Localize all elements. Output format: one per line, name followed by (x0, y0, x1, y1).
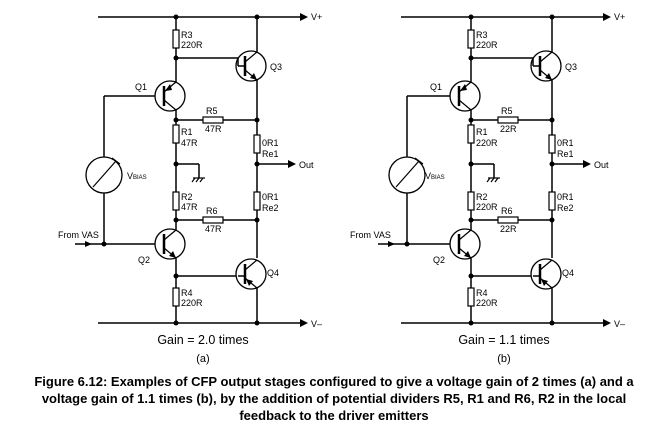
r2-value: 47R (181, 202, 198, 212)
r4-name: R4 (476, 288, 488, 298)
re2-name: 0R1 (262, 192, 279, 202)
negative-rail-label: V– (311, 319, 322, 329)
r1-name: R1 (476, 127, 488, 137)
resistor-r5 (202, 116, 224, 124)
q3-label: Q3 (565, 62, 577, 72)
r4-value: 220R (476, 298, 498, 308)
ground-icon (486, 177, 500, 183)
output-arrow-icon (583, 160, 591, 168)
r1-value: 220R (476, 138, 498, 148)
re2-value: Re2 (557, 203, 574, 213)
transistor-q2 (449, 228, 481, 260)
transistor-q3 (530, 50, 562, 82)
transistor-q3 (235, 50, 267, 82)
r5-name: R5 (501, 106, 513, 116)
resistor-r1 (467, 124, 475, 144)
q1-label: Q1 (430, 82, 442, 92)
q2-label: Q2 (433, 255, 445, 265)
r6-value: 22R (500, 224, 517, 234)
output-arrow-icon (288, 160, 296, 168)
vbias-label: VBIAS (127, 171, 147, 181)
q1-label: Q1 (135, 82, 147, 92)
from-vas-label: From VAS (350, 230, 391, 240)
vbias-label: VBIAS (425, 171, 445, 181)
r4-name: R4 (181, 288, 193, 298)
re1-value: Re1 (262, 149, 279, 159)
r2-name: R2 (476, 192, 488, 202)
r5-value: 47R (205, 124, 222, 134)
r6-name: R6 (501, 206, 513, 216)
resistor-r2 (467, 191, 475, 211)
circuit-b: V+ V– R3 220R Q1 R5 22R R1 (350, 12, 625, 365)
resistor-re1 (253, 134, 261, 154)
re1-value: Re1 (557, 149, 574, 159)
q4-label: Q4 (562, 268, 574, 278)
rail-arrow-icon (300, 13, 308, 21)
r3-value: 220R (181, 40, 203, 50)
resistor-r4 (467, 287, 475, 307)
figure-caption: Figure 6.12: Examples of CFP output stag… (34, 374, 634, 423)
resistor-re2 (548, 191, 556, 211)
resistor-r1 (172, 124, 180, 144)
out-label: Out (594, 160, 609, 170)
re2-value: Re2 (262, 203, 279, 213)
q2-label: Q2 (138, 255, 150, 265)
positive-rail-label: V+ (311, 12, 322, 22)
vbias-meter-icon (388, 156, 426, 194)
rail-arrow-icon (300, 319, 308, 327)
re1-name: 0R1 (262, 138, 279, 148)
resistor-r3 (172, 29, 180, 49)
q3-label: Q3 (270, 62, 282, 72)
rail-arrow-icon (603, 319, 611, 327)
rail-arrow-icon (603, 13, 611, 21)
caption-line-3: feedback to the driver emitters (239, 408, 428, 423)
negative-rail-label: V– (614, 319, 625, 329)
transistor-q2 (154, 228, 186, 260)
re2-name: 0R1 (557, 192, 574, 202)
r1-value: 47R (181, 138, 198, 148)
sub-label: (a) (196, 353, 209, 365)
resistor-r2 (172, 191, 180, 211)
r3-value: 220R (476, 40, 498, 50)
resistor-r4 (172, 287, 180, 307)
r6-value: 47R (205, 224, 222, 234)
transistor-q1 (449, 80, 481, 112)
resistor-re2 (253, 191, 261, 211)
gain-label: Gain = 1.1 times (458, 333, 549, 347)
out-label: Out (299, 160, 314, 170)
transistor-q1 (154, 80, 186, 112)
r6-name: R6 (206, 206, 218, 216)
resistor-r6 (202, 216, 224, 224)
sub-label: (b) (497, 353, 510, 365)
transistor-q4 (235, 258, 267, 290)
re1-name: 0R1 (557, 138, 574, 148)
caption-line-2: voltage gain of 1.1 times (b), by the ad… (42, 391, 626, 406)
vbias-meter-icon (85, 156, 123, 194)
input-arrow-icon (85, 241, 92, 247)
ground-icon (191, 177, 205, 183)
caption-line-1: Figure 6.12: Examples of CFP output stag… (34, 374, 634, 389)
resistor-r3 (467, 29, 475, 49)
resistor-re1 (548, 134, 556, 154)
gain-label: Gain = 2.0 times (157, 333, 248, 347)
r3-name: R3 (476, 30, 488, 40)
r2-name: R2 (181, 192, 193, 202)
r5-value: 22R (500, 124, 517, 134)
resistor-r5 (497, 116, 519, 124)
r2-value: 220R (476, 202, 498, 212)
r1-name: R1 (181, 127, 193, 137)
transistor-q4 (530, 258, 562, 290)
input-arrow-icon (388, 241, 395, 247)
q4-label: Q4 (267, 268, 279, 278)
resistor-r6 (497, 216, 519, 224)
r4-value: 220R (181, 298, 203, 308)
circuit-a: V+ V– R3 220R Q1 R5 47R (58, 12, 322, 365)
from-vas-label: From VAS (58, 230, 99, 240)
r3-name: R3 (181, 30, 193, 40)
r5-name: R5 (206, 106, 218, 116)
positive-rail-label: V+ (614, 12, 625, 22)
